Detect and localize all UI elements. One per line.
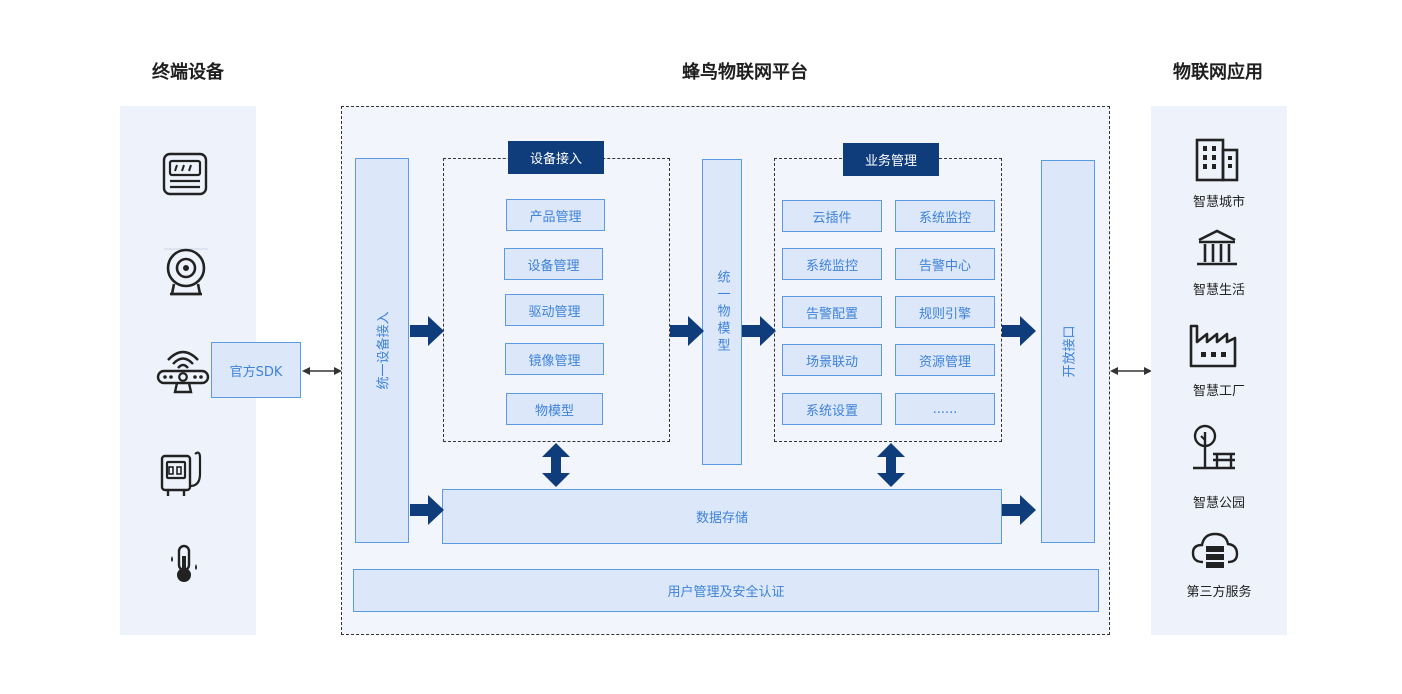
- flow-arrow-right: [1002, 495, 1036, 525]
- open-api-bar: 开放接口: [1041, 160, 1095, 543]
- user-security-box: 用户管理及安全认证: [353, 569, 1099, 612]
- business-item: 系统设置: [782, 393, 882, 425]
- unified-access-bar: 统一设备接入: [355, 158, 409, 543]
- business-item: 场景联动: [782, 344, 882, 376]
- open-api-label: 开放接口: [1062, 325, 1078, 378]
- storage-bidirectional-arrow: [877, 443, 905, 487]
- business-item: 规则引擎: [895, 296, 995, 328]
- devices-title: 终端设备: [152, 62, 224, 83]
- device-access-item: 设备管理: [504, 248, 603, 280]
- app-label: 智慧生活: [1192, 283, 1245, 298]
- flow-arrow-right: [410, 316, 444, 346]
- cloud-server-icon: [1191, 532, 1239, 568]
- meter-icon: [162, 152, 208, 196]
- device-access-tag: 设备接入: [508, 141, 604, 174]
- storage-bidirectional-arrow: [542, 443, 570, 487]
- unified-model-bar: 统一物模型: [702, 159, 742, 465]
- data-storage-label: 数据存储: [695, 511, 748, 526]
- flow-arrow-right: [742, 316, 776, 346]
- sdk-bidirectional-arrow: [302, 367, 342, 375]
- park-icon: [1193, 424, 1235, 470]
- unified-access-label: 统一设备接入: [376, 311, 392, 390]
- device-access-item: 物模型: [506, 393, 603, 425]
- temple-icon: [1197, 229, 1237, 266]
- business-item: ......: [895, 393, 995, 425]
- device-access-item: 产品管理: [506, 199, 605, 231]
- camera-icon: [164, 248, 208, 296]
- business-item: 系统监控: [895, 200, 995, 232]
- business-item: 告警配置: [782, 296, 882, 328]
- business-tag: 业务管理: [843, 143, 939, 176]
- app-label: 智慧城市: [1192, 195, 1245, 210]
- factory-icon: [1189, 324, 1237, 368]
- apps-title: 物联网应用: [1173, 62, 1263, 83]
- business-item: 云插件: [782, 200, 882, 232]
- sdk-label: 官方SDK: [229, 364, 283, 380]
- apps-panel: 智慧城市 智慧生活 智慧工厂 智慧公园 第三方服务: [1151, 106, 1287, 635]
- app-label: 智慧公园: [1192, 496, 1245, 511]
- flow-arrow-right: [670, 316, 704, 346]
- unified-model-label: 统一物模型: [714, 269, 730, 355]
- flow-arrow-right: [1002, 316, 1036, 346]
- device-access-item: 镜像管理: [505, 343, 604, 375]
- platform-title: 蜂鸟物联网平台: [682, 62, 808, 83]
- sdk-box: 官方SDK: [211, 342, 301, 398]
- sensor-hub-icon: [156, 350, 210, 394]
- app-label: 第三方服务: [1186, 585, 1252, 600]
- gateway-device-icon: [160, 451, 202, 496]
- thermometer-icon: [171, 544, 197, 582]
- device-access-item: 驱动管理: [505, 294, 604, 326]
- apps-bidirectional-arrow: [1110, 367, 1152, 375]
- building-icon: [1195, 138, 1239, 182]
- user-security-label: 用户管理及安全认证: [667, 585, 785, 600]
- business-item: 告警中心: [895, 248, 995, 280]
- business-item: 系统监控: [782, 248, 882, 280]
- business-item: 资源管理: [895, 344, 995, 376]
- flow-arrow-right: [410, 495, 444, 525]
- app-label: 智慧工厂: [1192, 384, 1245, 399]
- data-storage-box: 数据存储: [442, 489, 1002, 544]
